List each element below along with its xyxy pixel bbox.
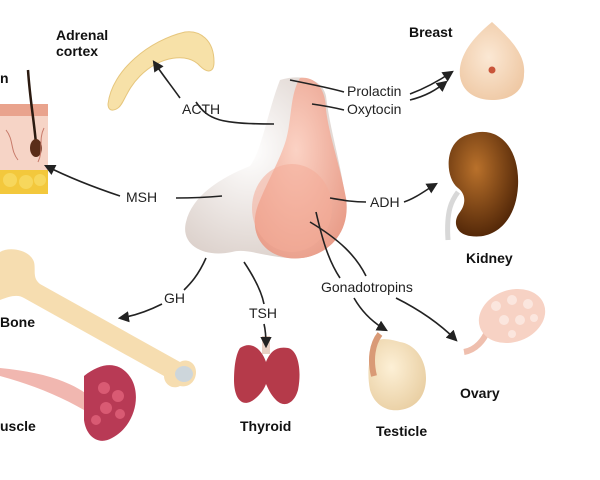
ovary-label: Ovary — [460, 385, 500, 401]
ovary-arrow — [395, 297, 458, 342]
adh-label: ADH — [370, 194, 400, 210]
thyroid-shape — [234, 336, 300, 405]
gh-label: GH — [164, 290, 185, 306]
breast-label: Breast — [409, 24, 453, 40]
prolactin-connector — [289, 79, 345, 93]
adrenal-label-line2: cortex — [56, 43, 99, 59]
gh-arrow — [117, 303, 163, 323]
tsh-label: TSH — [249, 305, 277, 321]
kidney-label: Kidney — [466, 250, 513, 266]
pituitary-gland — [185, 77, 347, 259]
msh-arrow — [43, 164, 121, 197]
acth-label: ACTH — [182, 101, 221, 117]
tsh-arrow — [260, 323, 272, 349]
oxytocin-connector — [311, 103, 345, 111]
msh-label: MSH — [126, 189, 158, 205]
adh-arrow — [403, 182, 438, 203]
nipple-dot — [488, 66, 496, 74]
acth-connector — [195, 101, 275, 125]
acth-arrow — [152, 60, 181, 99]
testicle-shape — [368, 332, 426, 411]
testicle-label: Testicle — [376, 423, 428, 439]
muscle-shape — [0, 365, 136, 441]
ovary-shape — [463, 288, 546, 355]
adrenal-label-line1: Adrenal — [56, 27, 109, 43]
oxytocin-label: Oxytocin — [347, 101, 402, 117]
skin-label-partial: n — [0, 70, 9, 86]
breast-arrow — [409, 70, 454, 95]
ureter-shape — [445, 190, 461, 241]
thyroid-label: Thyroid — [240, 418, 292, 434]
gh-connector — [183, 257, 207, 291]
testicle-arrow — [353, 297, 388, 332]
breast-shape — [459, 22, 525, 100]
connector-arrows — [43, 60, 458, 349]
bone-label: Bone — [0, 314, 35, 330]
breast-arrow-2 — [409, 80, 448, 101]
prolactin-label: Prolactin — [347, 83, 402, 99]
gonadotropins-connector — [315, 211, 341, 279]
muscle-label: uscle — [0, 418, 36, 434]
adh-connector — [329, 197, 367, 203]
gonadotropins-connector-2 — [309, 221, 367, 277]
bone-shape — [0, 249, 196, 388]
adrenal-cortex-shape — [107, 31, 215, 111]
gonadotropins-label: Gonadotropins — [321, 279, 413, 295]
tsh-connector — [243, 261, 265, 305]
kidney-shape — [448, 131, 519, 237]
msh-connector — [175, 195, 223, 199]
skin-section — [0, 69, 48, 194]
